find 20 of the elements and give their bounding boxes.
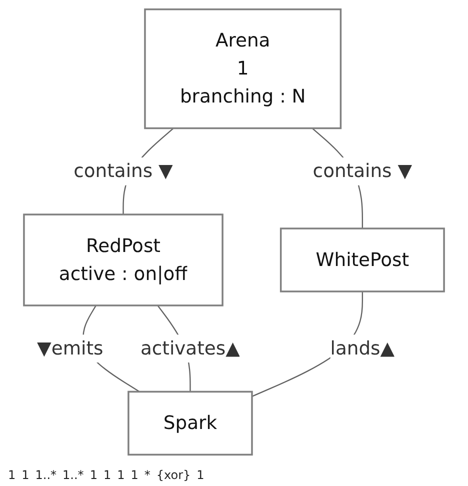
multiplicity-label: {xor}	[156, 468, 191, 482]
multiplicity-label: 1	[117, 468, 125, 482]
edge-label: lands▲	[330, 336, 395, 360]
node-box: Spark	[128, 390, 253, 456]
node-box: Arena 1 branching : N	[144, 8, 342, 130]
edge-label: contains ▼	[74, 160, 173, 182]
multiplicity-label: 1..*	[62, 468, 84, 482]
multiplicity-label: 1	[22, 468, 30, 482]
node-box: RedPost active : on|off	[23, 214, 224, 306]
multiplicity-label: *	[144, 468, 150, 482]
node-box: WhitePost	[280, 228, 445, 292]
multiplicity-label: 1..*	[35, 468, 57, 482]
multiplicity-label: 1	[8, 468, 16, 482]
edge-label: ▼emits	[37, 336, 104, 360]
multiplicity-label: 1	[196, 468, 204, 482]
edge-label: contains ▼	[312, 160, 412, 182]
multiplicity-label: 1	[130, 468, 138, 482]
edge-label: activates▲	[140, 336, 240, 360]
multiplicity-label: 1	[90, 468, 98, 482]
multiplicity-label: 1	[103, 468, 112, 482]
